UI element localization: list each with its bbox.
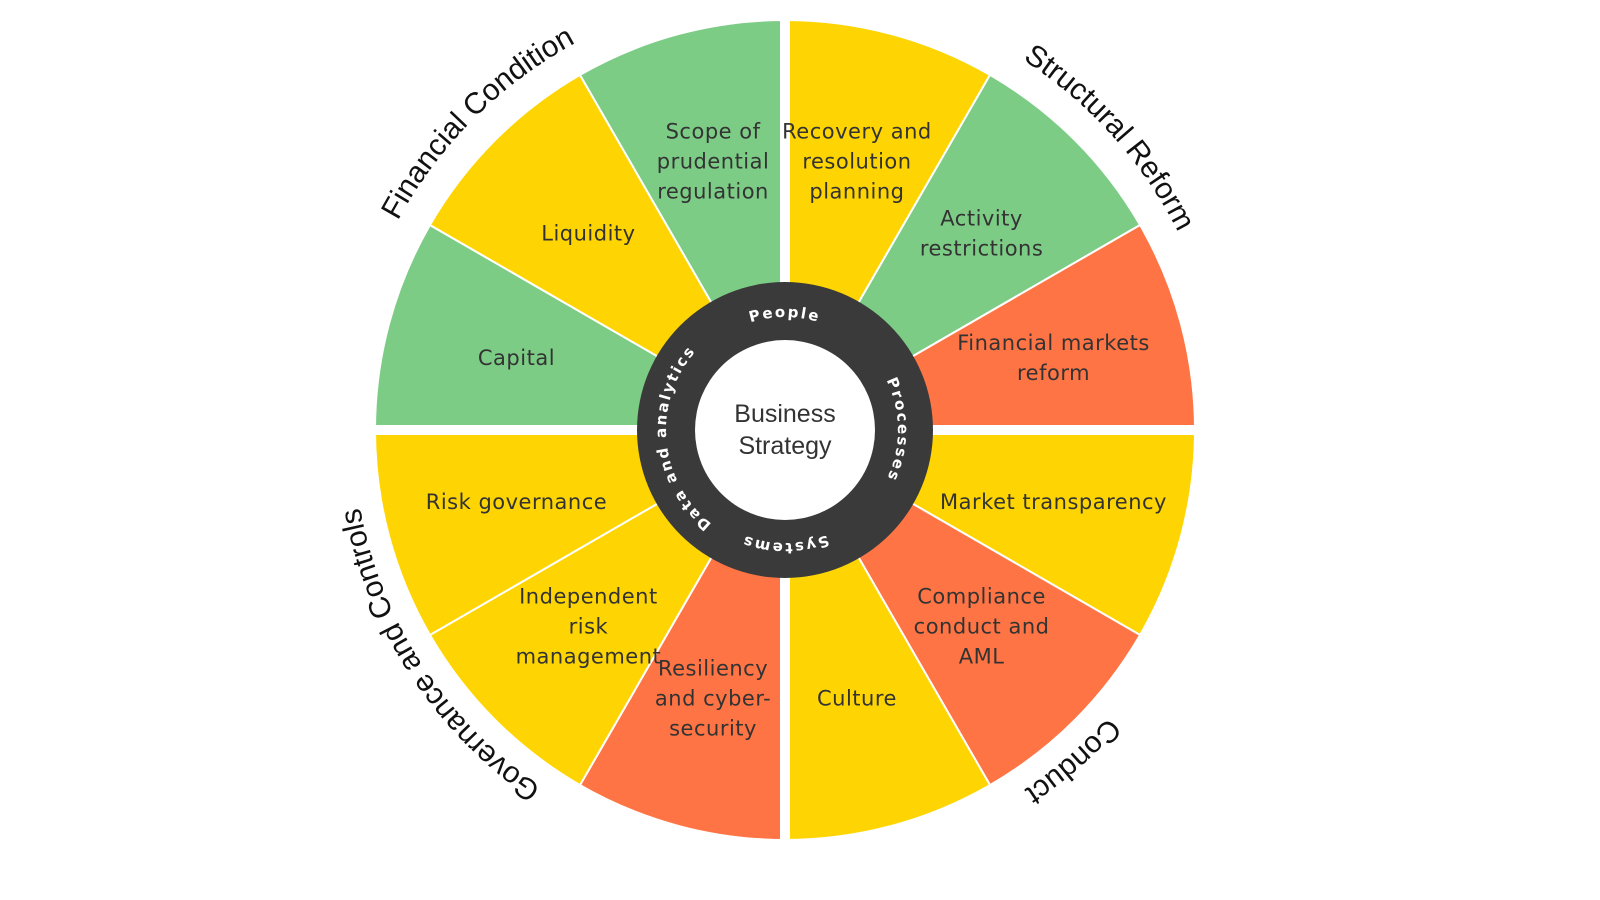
segment-label-line: Resiliency bbox=[658, 657, 768, 681]
center-label-line: Strategy bbox=[738, 432, 832, 460]
segment-label-line: conduct and bbox=[914, 615, 1050, 639]
segment-label-line: reform bbox=[1017, 361, 1090, 385]
segment-label-line: Activity bbox=[940, 206, 1023, 230]
segment-label-line: risk bbox=[569, 615, 609, 639]
segment-label-line: Scope of bbox=[666, 119, 761, 143]
segment-label-line: AML bbox=[959, 645, 1005, 669]
segment-label-line: resolution bbox=[802, 149, 911, 173]
segment-label-line: Independent bbox=[519, 585, 658, 609]
segment-label-line: Risk governance bbox=[426, 490, 607, 514]
center-label-line: Business bbox=[734, 400, 835, 428]
segment-label-line: regulation bbox=[657, 179, 769, 203]
ring-label-people: People bbox=[747, 303, 823, 326]
segment-label-line: security bbox=[669, 717, 757, 741]
segments-layer bbox=[373, 18, 1197, 842]
center-circle bbox=[695, 340, 875, 520]
segment-label-line: Compliance bbox=[917, 585, 1046, 609]
segment-label-line: Culture bbox=[817, 687, 897, 711]
segment-label-line: Financial markets bbox=[957, 331, 1150, 355]
segment-label-line: planning bbox=[809, 179, 904, 203]
segment-label-line: prudential bbox=[657, 149, 770, 173]
segment-label-line: and cyber- bbox=[655, 687, 771, 711]
segment-label-line: Recovery and bbox=[782, 119, 932, 143]
segment-label-line: restrictions bbox=[920, 236, 1043, 260]
segment-label-line: Liquidity bbox=[541, 221, 635, 245]
segment-label-line: management bbox=[516, 645, 662, 669]
segment-label-line: Market transparency bbox=[940, 490, 1167, 514]
segment-label-line: Capital bbox=[478, 346, 555, 370]
